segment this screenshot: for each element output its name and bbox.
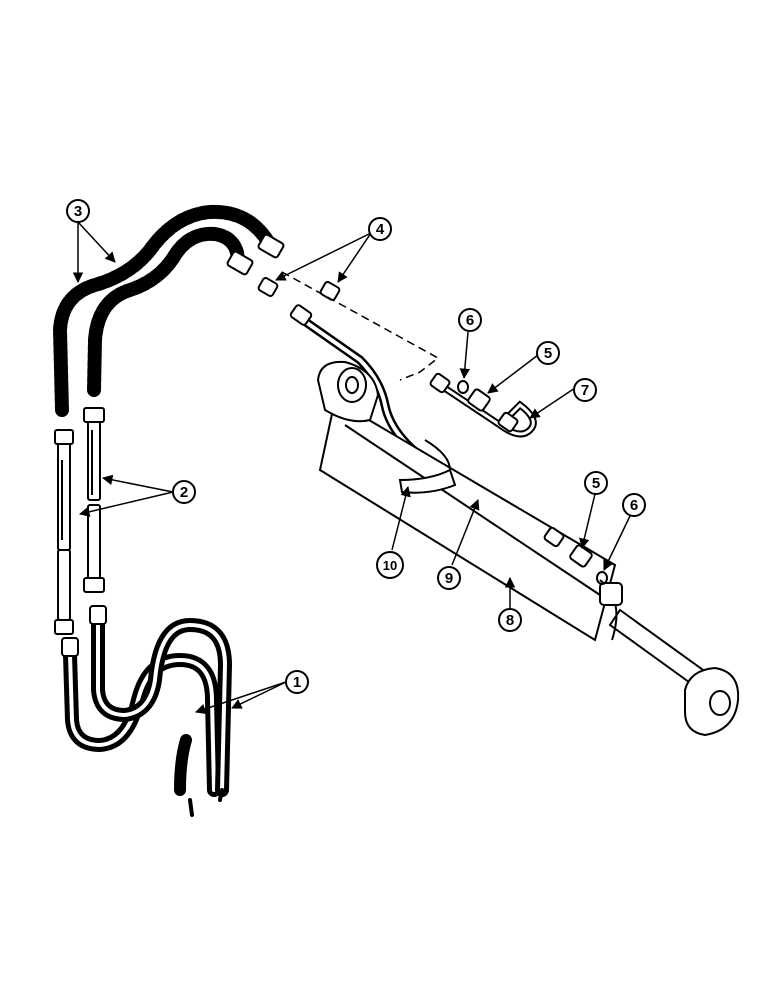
svg-text:3: 3	[74, 203, 82, 220]
callout-2: 2	[172, 480, 196, 504]
callout-7: 7	[573, 378, 597, 402]
callout-6-top: 6	[458, 308, 482, 332]
upper-hose-pair	[52, 204, 277, 417]
svg-text:4: 4	[376, 221, 385, 238]
callout-3: 3	[66, 199, 90, 223]
lower-hose-nuts	[61, 605, 107, 657]
svg-text:10: 10	[383, 558, 397, 573]
svg-text:7: 7	[581, 382, 589, 399]
upper-hose-end-fittings	[226, 233, 285, 276]
svg-text:5: 5	[592, 475, 600, 492]
svg-text:5: 5	[544, 345, 552, 362]
svg-text:6: 6	[630, 497, 638, 514]
lower-hose-pair	[63, 613, 233, 817]
o-rings	[457, 380, 608, 585]
u-tube-end-nut	[429, 372, 451, 394]
callout-1: 1	[285, 670, 309, 694]
svg-text:2: 2	[180, 484, 188, 501]
callout-10: 10	[376, 551, 404, 579]
callout-6-lower: 6	[622, 493, 646, 517]
hydraulic-cylinder	[316, 360, 740, 737]
callout-5-lower: 5	[584, 471, 608, 495]
callout-4: 4	[368, 217, 392, 241]
callout-8: 8	[498, 608, 522, 632]
callout-9: 9	[437, 566, 461, 590]
tube-clamp	[398, 439, 457, 494]
tube-end-nut	[289, 304, 313, 326]
leader-lines	[72, 221, 631, 714]
adapter-fittings	[257, 277, 341, 301]
u-tube-fitting	[497, 411, 519, 433]
svg-text:6: 6	[466, 312, 474, 329]
elbow-fittings	[467, 388, 593, 568]
steel-tube-pair	[54, 407, 105, 635]
callout-5-top: 5	[536, 341, 560, 365]
u-tube	[436, 381, 537, 438]
svg-text:1: 1	[293, 674, 301, 691]
svg-text:9: 9	[445, 570, 453, 587]
svg-text:8: 8	[506, 612, 514, 629]
alignment-dashed-line	[281, 271, 440, 381]
